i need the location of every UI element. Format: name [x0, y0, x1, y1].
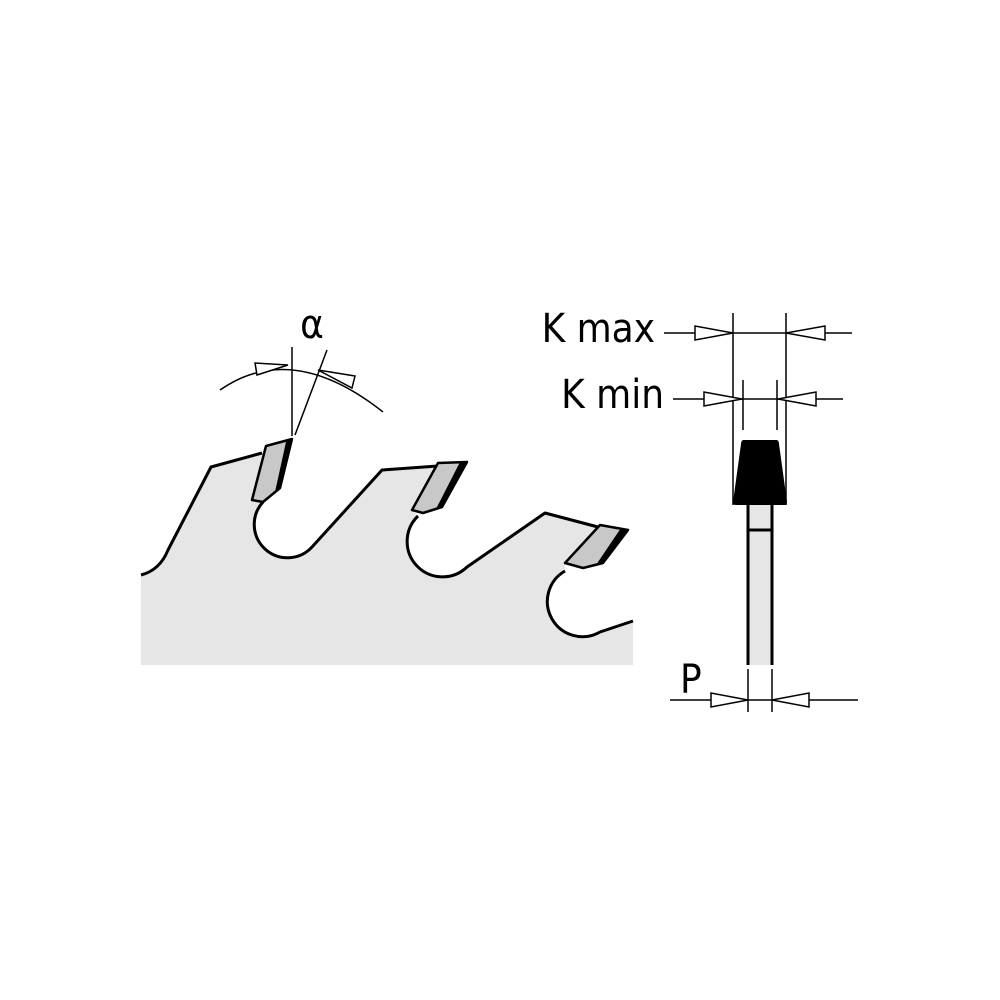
p-dimension — [670, 669, 858, 712]
k-max-dimension — [664, 313, 852, 505]
tooth-insert-3 — [563, 523, 630, 570]
k-min-dimension — [673, 380, 843, 430]
alpha-arrow-right — [317, 369, 356, 390]
alpha-arrow-left — [254, 362, 289, 376]
tooth-insert-2 — [410, 460, 469, 515]
k-min-label: K min — [561, 372, 664, 418]
k-max-label: K max — [542, 306, 655, 352]
saw-blade-body — [141, 453, 633, 665]
tooth-profile — [733, 440, 787, 665]
saw-blade-outline — [140, 451, 634, 639]
alpha-label: α — [300, 302, 324, 348]
carbide-tip — [733, 440, 787, 505]
alpha-dimension — [219, 347, 384, 436]
p-label: P — [680, 657, 702, 703]
tooth-insert-1 — [250, 437, 294, 504]
